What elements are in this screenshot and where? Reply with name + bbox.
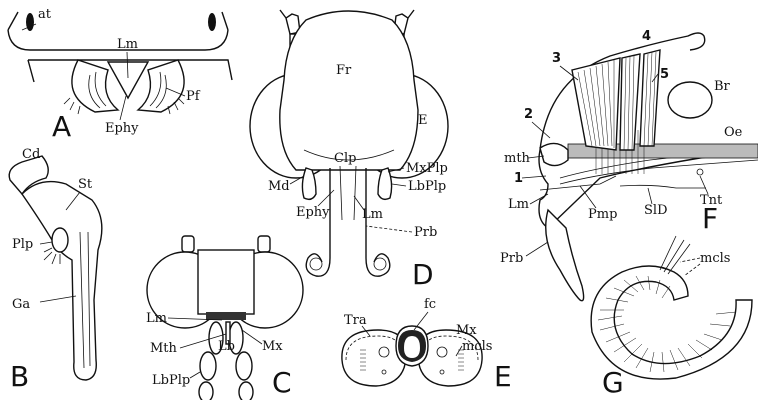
label-prb-f: Prb [500, 251, 523, 266]
proboscis-f [546, 210, 584, 301]
label-br: Br [714, 79, 731, 94]
panel-b: Cd St Plp Ga B [9, 147, 102, 393]
label-lm-c: Lm [146, 311, 167, 326]
panel-letter-c: C [272, 366, 292, 399]
label-st: St [78, 177, 93, 192]
label-ephy-a: Ephy [105, 121, 139, 136]
label-sld: SlD [644, 203, 668, 218]
label-ga: Ga [12, 297, 30, 312]
label-plp: Plp [12, 237, 33, 252]
labial-palp-c-left [200, 352, 216, 380]
label-mxplp: MxPlp [406, 161, 448, 176]
label-clp: Clp [334, 151, 356, 166]
panel-letter-d: D [412, 258, 434, 291]
label-5: 5 [660, 67, 669, 82]
label-4: 4 [642, 29, 651, 44]
labial-palp-c-right-tip [239, 382, 253, 400]
coiled-proboscis [591, 266, 752, 379]
labial-palp-d [378, 168, 392, 199]
label-fc: fc [424, 297, 436, 312]
label-mcls-g: mcls [700, 251, 730, 266]
antenna-socket-right [208, 13, 216, 31]
label-lm-a: Lm [117, 37, 138, 52]
panel-a: at Lm Pf Ephy A [8, 7, 232, 143]
panel-letter-e: E [494, 360, 512, 393]
panel-d: Fr E Clp MxPlp LbPlp Md Ephy Lm Prb D [250, 10, 448, 291]
label-tra: Tra [344, 313, 367, 328]
panel-e: Tra fc Mx mcls E [342, 297, 512, 393]
label-lb: Lb [218, 339, 235, 354]
label-e: E [418, 113, 428, 128]
label-cd: Cd [22, 147, 40, 162]
label-2: 2 [524, 107, 533, 122]
panel-g: mcls G [591, 236, 752, 399]
label-3: 3 [552, 51, 561, 66]
label-mx-e: Mx [456, 323, 477, 338]
label-ephy-d: Ephy [296, 205, 330, 220]
label-mcls-e: mcls [462, 339, 492, 354]
label-lm-f: Lm [508, 197, 529, 212]
epipharynx-a [108, 62, 148, 98]
maxillary-palp [52, 228, 68, 252]
panel-letter-a: A [52, 110, 71, 143]
label-at: at [38, 7, 52, 22]
clypeus-c [206, 312, 246, 320]
label-mth-f: mth [504, 151, 531, 166]
antenna-c-right [258, 236, 270, 252]
panel-letter-g: G [602, 366, 624, 399]
proboscis-d [306, 168, 390, 276]
label-1: 1 [514, 171, 523, 186]
antenna-c-left [182, 236, 194, 252]
label-pf: Pf [186, 89, 201, 104]
cibarial-pump [540, 143, 568, 165]
label-fr: Fr [336, 63, 352, 78]
labial-palp-c-left-tip [199, 382, 213, 400]
label-lm-d: Lm [362, 207, 383, 222]
panel-c: Lm Mth Lb Mx LbPlp C [146, 236, 303, 400]
antenna-socket-left [26, 13, 34, 31]
label-oe: Oe [724, 125, 743, 140]
panel-letter-f: F [702, 202, 718, 235]
label-mx-c: Mx [262, 339, 283, 354]
label-pmp: Pmp [588, 207, 617, 222]
frons-c [198, 250, 254, 314]
label-prb-d: Prb [414, 225, 437, 240]
panel-letter-b: B [10, 360, 29, 393]
brain [668, 82, 712, 118]
labial-palp-c-right [236, 352, 252, 380]
muscles-3-4-5 [572, 50, 660, 150]
label-mth-c: Mth [150, 341, 178, 356]
head-capsule-d [280, 11, 418, 170]
label-lbplp-d: LbPlp [408, 179, 446, 194]
label-md: Md [268, 179, 290, 194]
label-lbplp-c: LbPlp [152, 373, 190, 388]
